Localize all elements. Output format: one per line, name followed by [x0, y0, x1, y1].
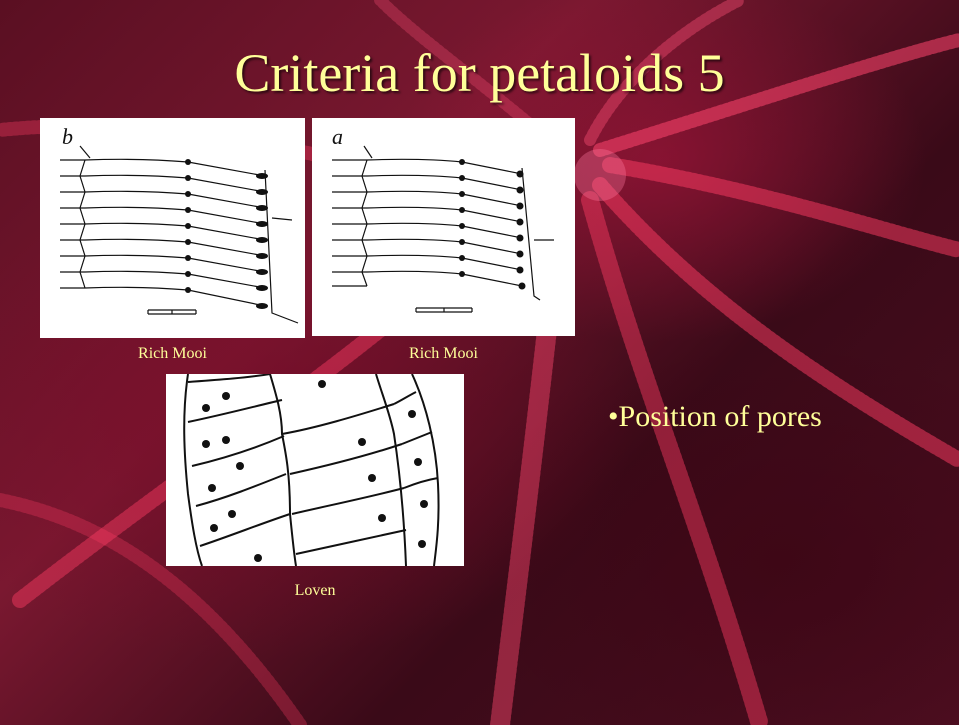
- figure-b-letter: b: [62, 124, 73, 150]
- loven-figure-caption: Loven: [166, 582, 464, 600]
- figure-b-panel: b: [40, 118, 305, 338]
- slide-title: Criteria for petaloids 5: [0, 42, 959, 104]
- figure-b-drawing: [40, 118, 305, 338]
- loven-figure-drawing: [166, 374, 464, 566]
- figure-b-caption: Rich Mooi: [40, 345, 305, 363]
- figure-a-letter: a: [332, 124, 343, 150]
- figure-a-caption: Rich Mooi: [312, 345, 575, 363]
- loven-figure-panel: [166, 374, 464, 566]
- figure-a-drawing: [312, 118, 575, 336]
- figure-a-panel: a: [312, 118, 575, 336]
- bullet-position-of-pores: •Position of pores: [608, 400, 822, 434]
